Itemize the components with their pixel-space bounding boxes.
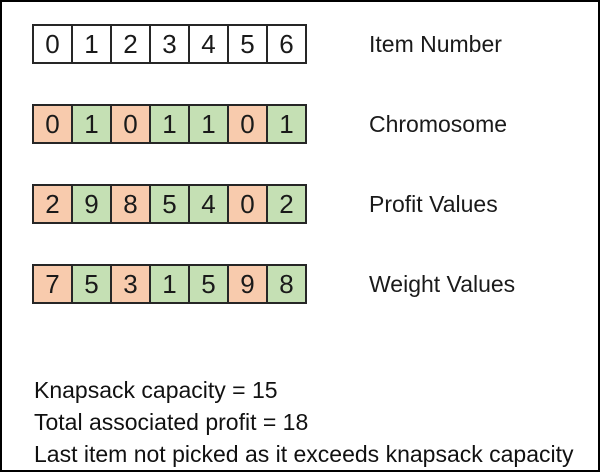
weight-cell-5: 9 <box>229 266 268 302</box>
chromosome-cell-0: 0 <box>34 106 73 142</box>
item-number-label: Item Number <box>369 31 502 57</box>
item-number-cell-6: 6 <box>268 26 305 62</box>
weight-values-label: Weight Values <box>369 271 516 297</box>
profit-cell-0: 2 <box>34 186 73 222</box>
note-total-profit: Total associated profit = 18 <box>34 409 309 435</box>
item-number-cell-2: 2 <box>112 26 151 62</box>
weight-values-cells: 7 5 3 1 5 9 8 <box>32 264 307 304</box>
profit-cell-6: 2 <box>268 186 305 222</box>
weight-cell-4: 5 <box>190 266 229 302</box>
chromosome-cell-5: 0 <box>229 106 268 142</box>
profit-cell-1: 9 <box>73 186 112 222</box>
weight-cell-3: 1 <box>151 266 190 302</box>
profit-cell-3: 5 <box>151 186 190 222</box>
weight-cell-6: 8 <box>268 266 305 302</box>
weight-cell-2: 3 <box>112 266 151 302</box>
weight-cell-0: 7 <box>34 266 73 302</box>
row-profit-values: 2 9 8 5 4 0 2 Profit Values <box>32 184 498 224</box>
profit-cell-4: 4 <box>190 186 229 222</box>
chromosome-cell-6: 1 <box>268 106 305 142</box>
notes-block: Knapsack capacity = 15 Total associated … <box>34 374 574 470</box>
item-number-cell-3: 3 <box>151 26 190 62</box>
weight-cell-1: 5 <box>73 266 112 302</box>
chromosome-cell-1: 1 <box>73 106 112 142</box>
profit-cell-2: 8 <box>112 186 151 222</box>
chromosome-cell-3: 1 <box>151 106 190 142</box>
row-chromosome: 0 1 0 1 1 0 1 Chromosome <box>32 104 507 144</box>
item-number-cell-1: 1 <box>73 26 112 62</box>
item-number-cells: 0 1 2 3 4 5 6 <box>32 24 307 64</box>
row-item-number: 0 1 2 3 4 5 6 Item Number <box>32 24 502 64</box>
item-number-cell-0: 0 <box>34 26 73 62</box>
profit-values-cells: 2 9 8 5 4 0 2 <box>32 184 307 224</box>
chromosome-cell-4: 1 <box>190 106 229 142</box>
row-weight-values: 7 5 3 1 5 9 8 Weight Values <box>32 264 515 304</box>
chromosome-cells: 0 1 0 1 1 0 1 <box>32 104 307 144</box>
note-last-item: Last item not picked as it exceeds knaps… <box>34 441 574 467</box>
profit-values-label: Profit Values <box>369 191 498 217</box>
chromosome-label: Chromosome <box>369 111 508 137</box>
item-number-cell-4: 4 <box>190 26 229 62</box>
chromosome-cell-2: 0 <box>112 106 151 142</box>
note-knapsack-capacity: Knapsack capacity = 15 <box>34 377 278 403</box>
item-number-cell-5: 5 <box>229 26 268 62</box>
profit-cell-5: 0 <box>229 186 268 222</box>
